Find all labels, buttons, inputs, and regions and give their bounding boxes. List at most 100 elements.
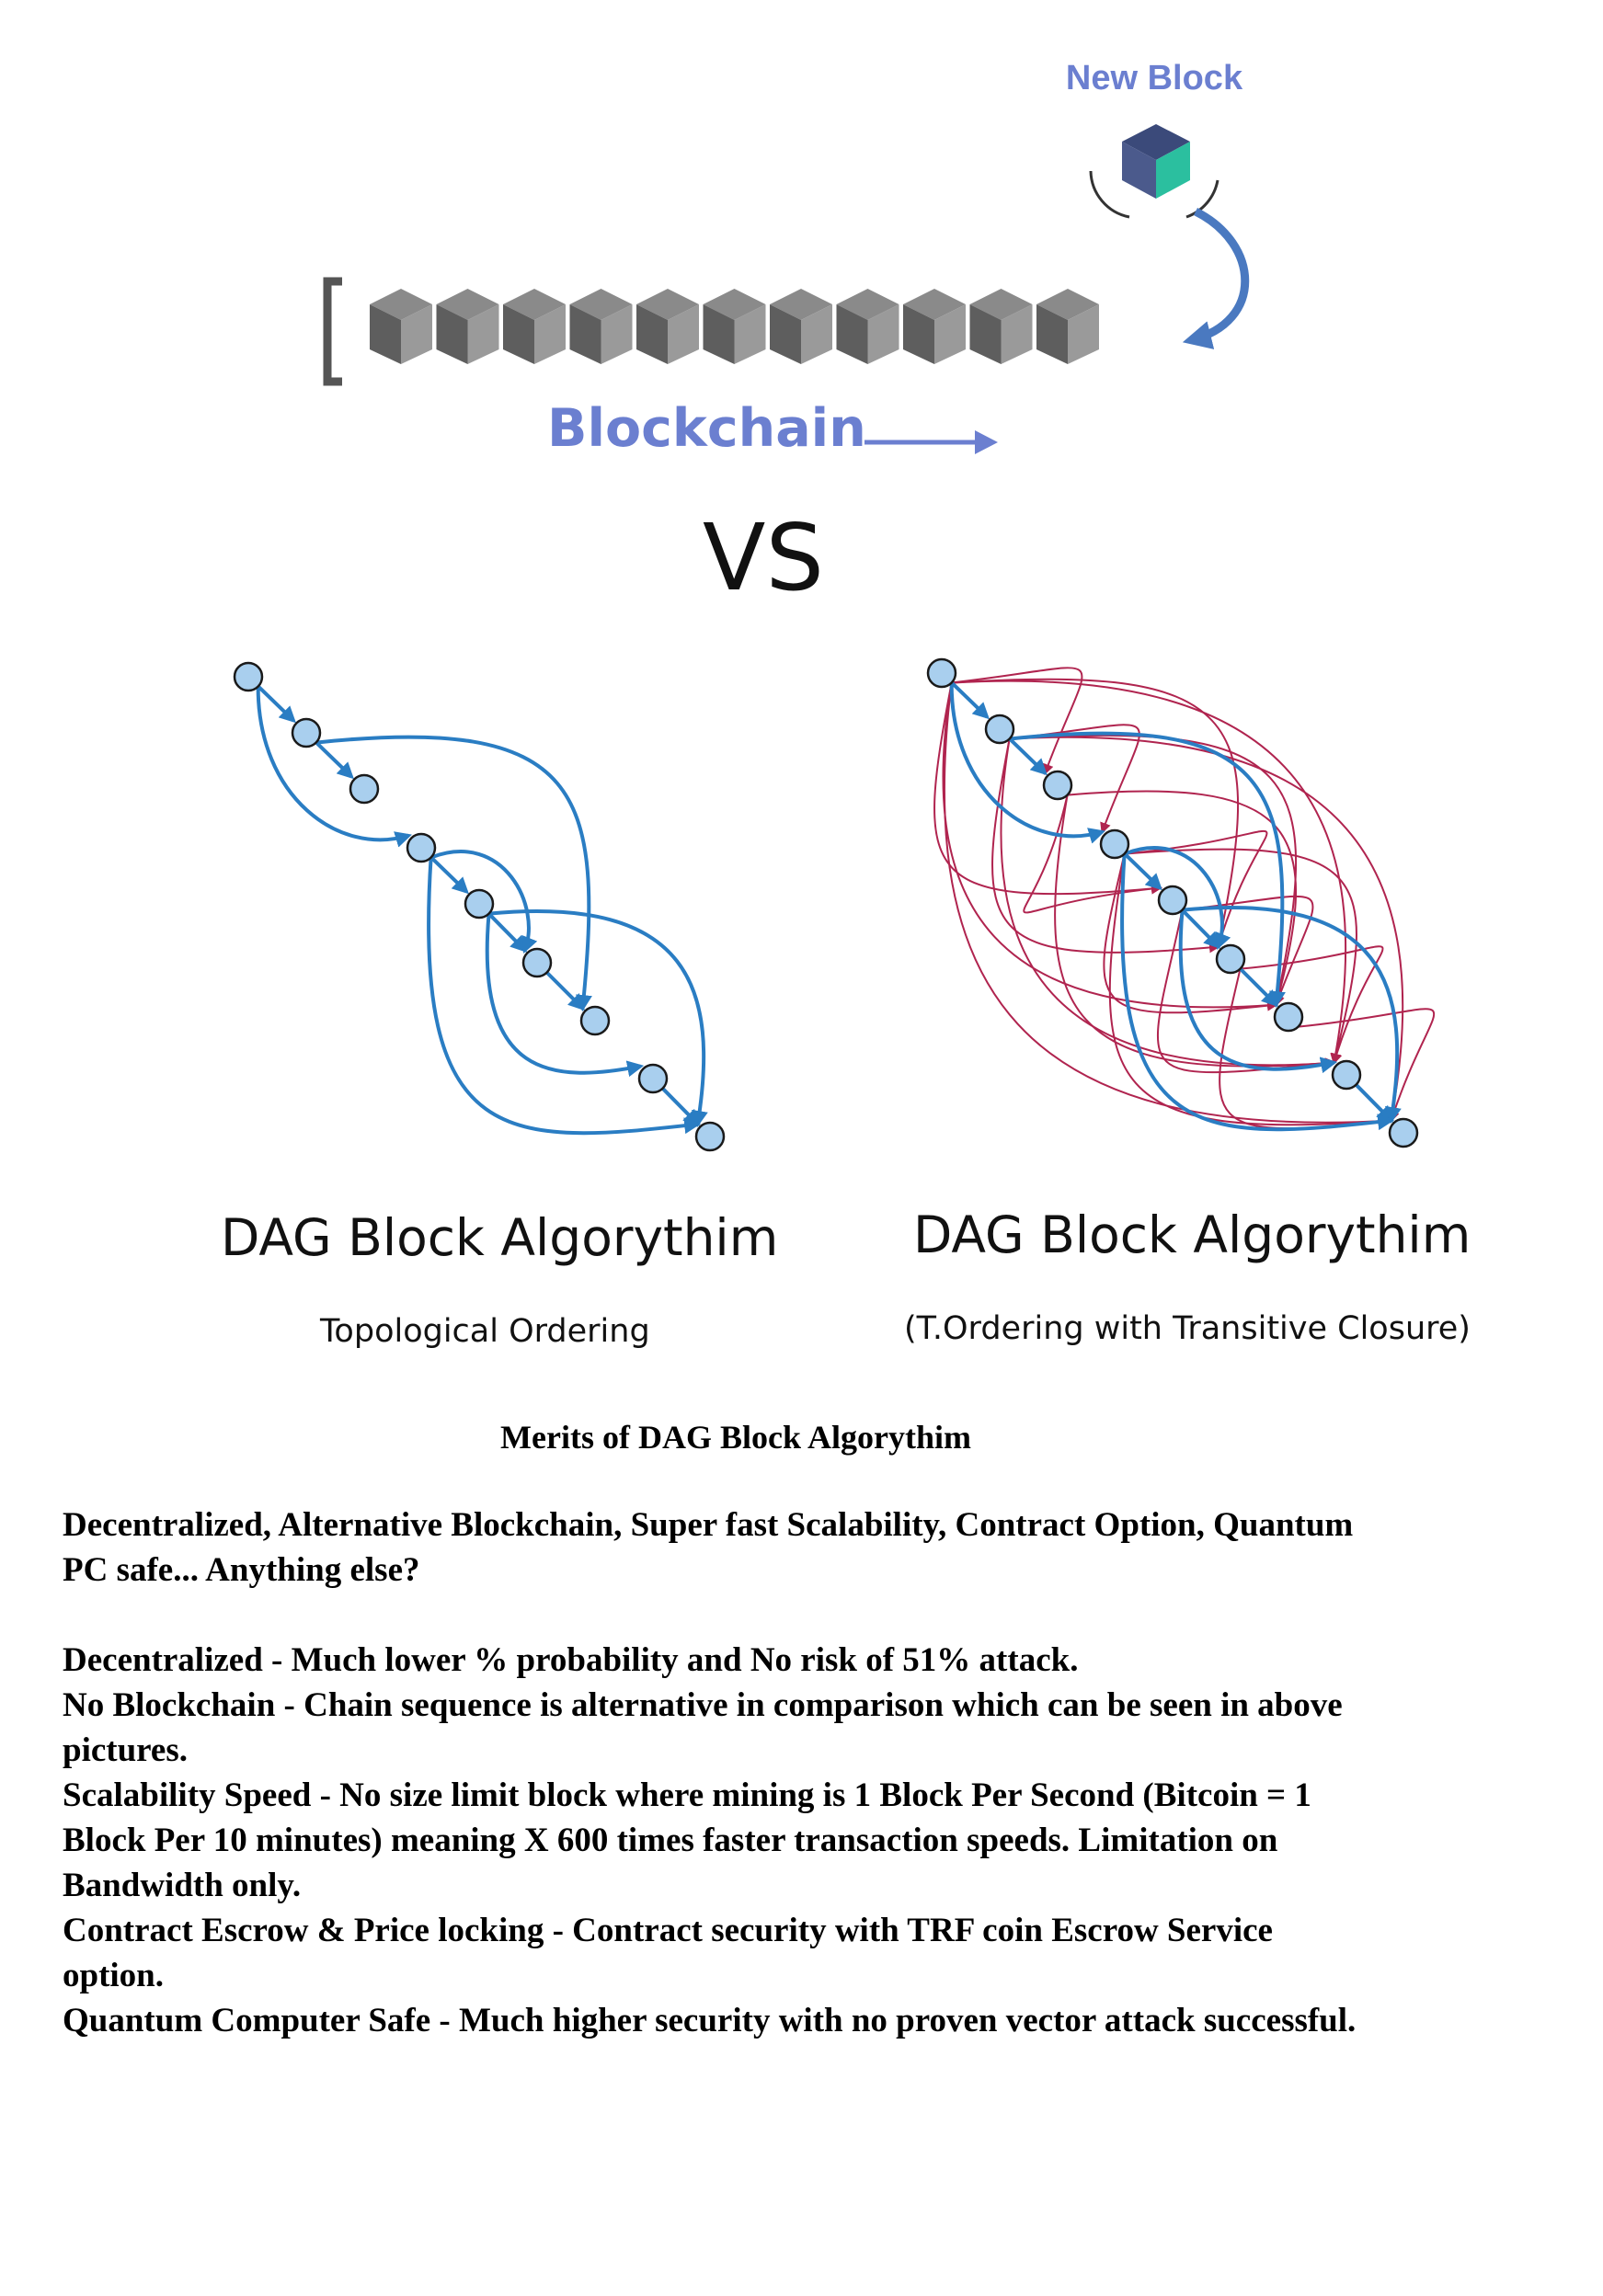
dag-edge (1239, 967, 1279, 1008)
dag-node (694, 1121, 726, 1152)
blockchain-label: Blockchain (547, 398, 866, 459)
dag-edge (1178, 909, 1338, 1074)
dag-left-title: DAG Block Algorythim (221, 1208, 779, 1267)
dag-node (579, 1005, 611, 1036)
dag-node (464, 888, 495, 920)
dag-closure-edge (951, 678, 1239, 949)
merits-body: Decentralized, Alternative Blockchain, S… (63, 1502, 1497, 2043)
dag-edge (427, 857, 702, 1136)
dag-right-subtitle: (T.Ordering with Transitive Closure) (904, 1310, 1471, 1347)
merit-line: Scalability Speed - No size limit block … (63, 1776, 1311, 1814)
dag-node (1273, 1001, 1304, 1033)
dag-node (1042, 770, 1073, 801)
merit-line: Block Per 10 minutes) meaning X 600 time… (63, 1822, 1278, 1859)
dag-edge (485, 913, 645, 1078)
dag-edge (315, 735, 592, 1012)
dag-edge (429, 855, 469, 895)
dag-edge (1182, 906, 1402, 1125)
dag-node (521, 947, 553, 978)
dag-closure-edge (991, 738, 1220, 954)
dag-edge (1120, 853, 1395, 1132)
merit-line: No Blockchain - Chain sequence is altern… (63, 1686, 1343, 1724)
new-block-arrow (1182, 207, 1250, 349)
dag-node (349, 773, 380, 805)
merits-title: Merits of DAG Block Algorythim (500, 1419, 971, 1456)
dag-node (291, 717, 322, 748)
dag-edge (315, 740, 354, 780)
dag-edge (1009, 731, 1286, 1009)
dag-closure-edge (943, 682, 1393, 1127)
dag-edge (256, 686, 412, 848)
dag-edge (488, 909, 708, 1128)
dag-node (926, 657, 957, 689)
chain-block-cube-icon (436, 289, 499, 364)
dag-closure-edge (1124, 829, 1268, 949)
blockchain-cubes (370, 289, 1099, 364)
chain-block-cube-icon (503, 289, 566, 364)
dag-closure-edge (951, 667, 1083, 776)
new-block-cube-icon (1089, 124, 1219, 219)
dag-right-title: DAG Block Algorythim (913, 1205, 1471, 1264)
dag-left-subtitle: Topological Ordering (320, 1313, 650, 1350)
chain-block-cube-icon (370, 289, 432, 364)
dag-closure-edge (1182, 895, 1314, 1007)
dag-closure-edge (933, 682, 1162, 896)
dag-closure-edge (1298, 1008, 1436, 1123)
dag-closure-edge (1054, 794, 1336, 1069)
dag-closure-edge (1103, 853, 1278, 1014)
dag-node (637, 1063, 669, 1094)
merit-line: Contract Escrow & Price locking - Contra… (63, 1912, 1273, 1949)
dag-node (1099, 828, 1130, 860)
dag-closure-edge (1000, 738, 1336, 1069)
dag-node (1215, 943, 1246, 975)
dag-edge (429, 850, 538, 954)
merit-line: pictures. (63, 1731, 189, 1769)
chain-block-cube-icon (636, 289, 699, 364)
dag-edge (1123, 851, 1162, 891)
dag-edge (257, 684, 296, 724)
dag-node (1157, 885, 1188, 916)
vs-label: VS (703, 504, 824, 611)
dag-node (406, 832, 437, 863)
dag-edge (950, 680, 990, 720)
merit-line: Bandwidth only. (63, 1867, 302, 1904)
dag-node (233, 661, 264, 692)
dag-edge (949, 682, 1105, 844)
chain-bracket (323, 277, 342, 386)
dag-right-graph (926, 657, 1436, 1148)
dag-edge (1181, 908, 1221, 950)
dag-left-graph (233, 661, 726, 1152)
dag-closure-edge (951, 680, 1346, 1065)
chain-block-cube-icon (569, 289, 633, 364)
chain-block-cube-icon (1036, 289, 1099, 364)
dag-closure-edge (1124, 848, 1357, 1065)
dag-edge (487, 912, 528, 954)
dag-node (984, 714, 1015, 745)
dag-closure-edge (1108, 853, 1393, 1127)
dag-edge (1355, 1083, 1394, 1124)
merits-intro-line: Decentralized, Alternative Blockchain, S… (63, 1506, 1354, 1544)
chain-block-cube-icon (969, 289, 1033, 364)
dag-closure-edge (1240, 945, 1384, 1065)
merit-line: Quantum Computer Safe - Much higher secu… (63, 2002, 1357, 2039)
dag-node (1331, 1059, 1362, 1091)
chain-block-cube-icon (903, 289, 966, 364)
dag-edge (661, 1087, 701, 1127)
dag-closure-edge (1009, 736, 1404, 1123)
dag-closure-edge (1009, 724, 1140, 834)
dag-closure-edge (942, 682, 1278, 1011)
blockchain-direction-arrow-icon (864, 430, 998, 454)
dag-closure-edge (1009, 734, 1297, 1007)
dag-node (1388, 1117, 1419, 1148)
dag-edge (1008, 737, 1048, 776)
chain-block-cube-icon (836, 289, 899, 364)
merit-line: option. (63, 1957, 165, 1994)
dag-closure-edge (1219, 968, 1393, 1130)
dag-edge (545, 971, 586, 1011)
merits-intro-line: PC safe... Anything else? (63, 1551, 420, 1589)
chain-block-cube-icon (703, 289, 766, 364)
dag-closure-edge (1023, 794, 1162, 914)
chain-block-cube-icon (770, 289, 832, 364)
dag-edge (1123, 846, 1231, 950)
